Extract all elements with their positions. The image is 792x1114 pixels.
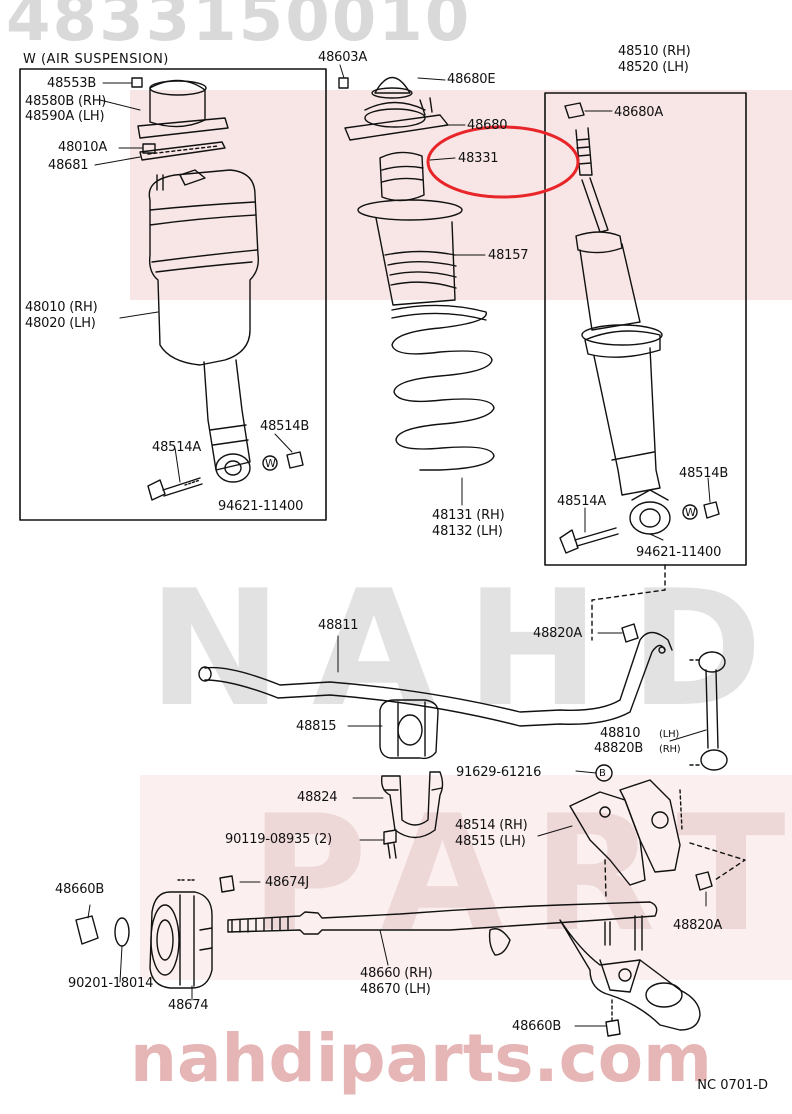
- label-90201: 90201-18014: [68, 976, 154, 991]
- bushing-bracket: [380, 771, 444, 859]
- label-48660B-bottom: 48660B: [512, 1019, 562, 1034]
- label-48811: 48811: [318, 618, 359, 633]
- watermark-url: nahdiparts.com: [130, 1020, 712, 1097]
- label-48680A: 48680A: [614, 105, 664, 120]
- label-91629: 91629-61216: [456, 765, 542, 780]
- label-48603A: 48603A: [318, 50, 368, 65]
- shock-absorber-box: [544, 92, 747, 566]
- label-48514A-right: 48514A: [557, 494, 607, 509]
- label-48515: 48515 (LH): [455, 834, 526, 849]
- coil-spring-assembly: [338, 76, 495, 471]
- label-48820B: 48820B: [594, 741, 644, 756]
- air-spring-assembly: [131, 77, 304, 501]
- washer-mark-left: W: [265, 457, 276, 470]
- label-48514A-left: 48514A: [152, 440, 202, 455]
- label-48815: 48815: [296, 719, 337, 734]
- label-48670: 48670 (LH): [360, 982, 431, 997]
- figure-code: NC 0701-D: [697, 1078, 768, 1093]
- label-90119: 90119-08935 (2): [225, 832, 332, 847]
- label-48010A: 48010A: [58, 140, 108, 155]
- label-48674J: 48674J: [265, 875, 309, 890]
- label-48680: 48680: [467, 118, 508, 133]
- shock-absorber: [559, 102, 720, 554]
- label-48514B-right: 48514B: [679, 466, 729, 481]
- label-48810-side: (LH): [659, 729, 680, 740]
- label-48510: 48510 (RH): [618, 44, 691, 59]
- label-48520: 48520 (LH): [618, 60, 689, 75]
- trailing-arm: [227, 901, 701, 1037]
- label-48590A: 48590A (LH): [25, 109, 105, 124]
- label-94621-right: 94621-11400: [636, 545, 722, 560]
- label-48553B: 48553B: [47, 76, 97, 91]
- box-title: W (AIR SUSPENSION): [23, 52, 169, 67]
- stabilizer-bar: [198, 623, 728, 782]
- label-48660: 48660 (RH): [360, 966, 433, 981]
- label-48820B-side: (RH): [659, 744, 681, 755]
- dashed-link: [591, 564, 666, 641]
- arm-brackets: [569, 779, 746, 899]
- label-48020: 48020 (LH): [25, 316, 96, 331]
- label-48514B-left: 48514B: [260, 419, 310, 434]
- label-48010: 48010 (RH): [25, 300, 98, 315]
- label-48824: 48824: [297, 790, 338, 805]
- label-48820A-top: 48820A: [533, 626, 583, 641]
- watermark-part-number: 4833150010: [6, 0, 472, 56]
- leader-lines: [87, 64, 711, 1027]
- label-48331: 48331: [458, 151, 499, 166]
- label-48580B: 48580B (RH): [25, 94, 107, 109]
- washer-mark-right: W: [685, 506, 696, 519]
- air-suspension-box: [19, 68, 327, 521]
- label-94621-left: 94621-11400: [218, 499, 304, 514]
- label-48514: 48514 (RH): [455, 818, 528, 833]
- label-48131: 48131 (RH): [432, 508, 505, 523]
- bolt-mark: B: [599, 768, 606, 779]
- label-48820A-bottom: 48820A: [673, 918, 723, 933]
- label-48157: 48157: [488, 248, 529, 263]
- highlight-ellipse: [426, 125, 580, 199]
- label-48660B-top: 48660B: [55, 882, 105, 897]
- label-48674: 48674: [168, 998, 209, 1013]
- label-48810: 48810: [600, 726, 641, 741]
- watermark-band: [140, 775, 792, 980]
- label-48681: 48681: [48, 158, 89, 173]
- label-48132: 48132 (LH): [432, 524, 503, 539]
- label-48680E: 48680E: [447, 72, 496, 87]
- watermark-brand: NAHDI: [148, 555, 792, 742]
